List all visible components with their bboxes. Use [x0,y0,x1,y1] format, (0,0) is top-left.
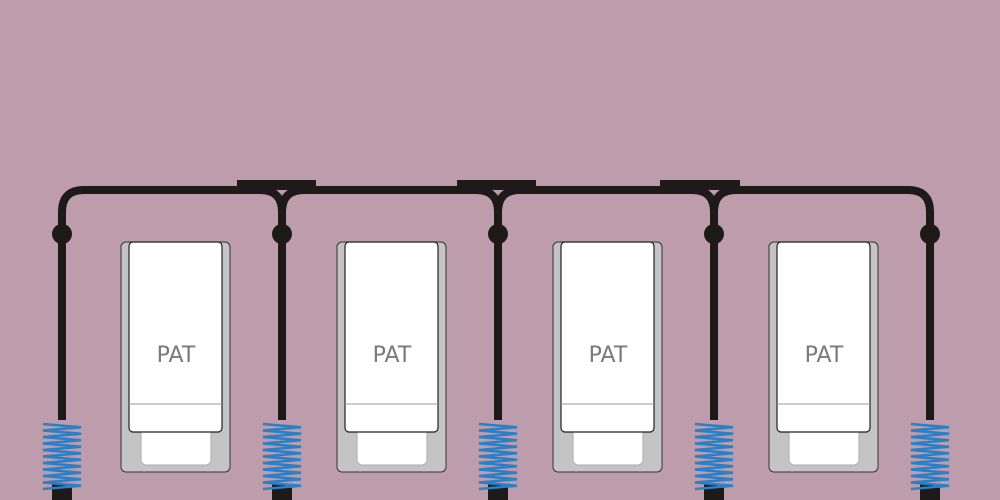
spring-coil [42,422,82,491]
module-card [344,241,439,433]
junction-node [704,224,724,244]
junction-node [52,224,72,244]
module-card [128,241,223,433]
spring-coil [262,422,302,491]
springs [42,422,950,491]
junction-node [488,224,508,244]
spring-coil [910,422,950,491]
module-label: PAT [157,343,196,368]
wire-arch [710,186,934,420]
module-label: PAT [373,343,412,368]
connector-tab [660,180,740,190]
pat-module: PAT [768,241,879,473]
spring-coil [478,422,518,491]
pat-module: PAT [120,241,231,473]
module-card [776,241,871,433]
pat-module: PAT [552,241,663,473]
pat-module: PAT [336,241,447,473]
module-card [560,241,655,433]
module-label: PAT [589,343,628,368]
pat-modules: PAT PAT PAT PAT [120,241,879,473]
junction-node [920,224,940,244]
module-label: PAT [805,343,844,368]
spring-coil [694,422,734,491]
connector-tab [237,180,316,190]
connector-tab [457,180,536,190]
junction-node [272,224,292,244]
